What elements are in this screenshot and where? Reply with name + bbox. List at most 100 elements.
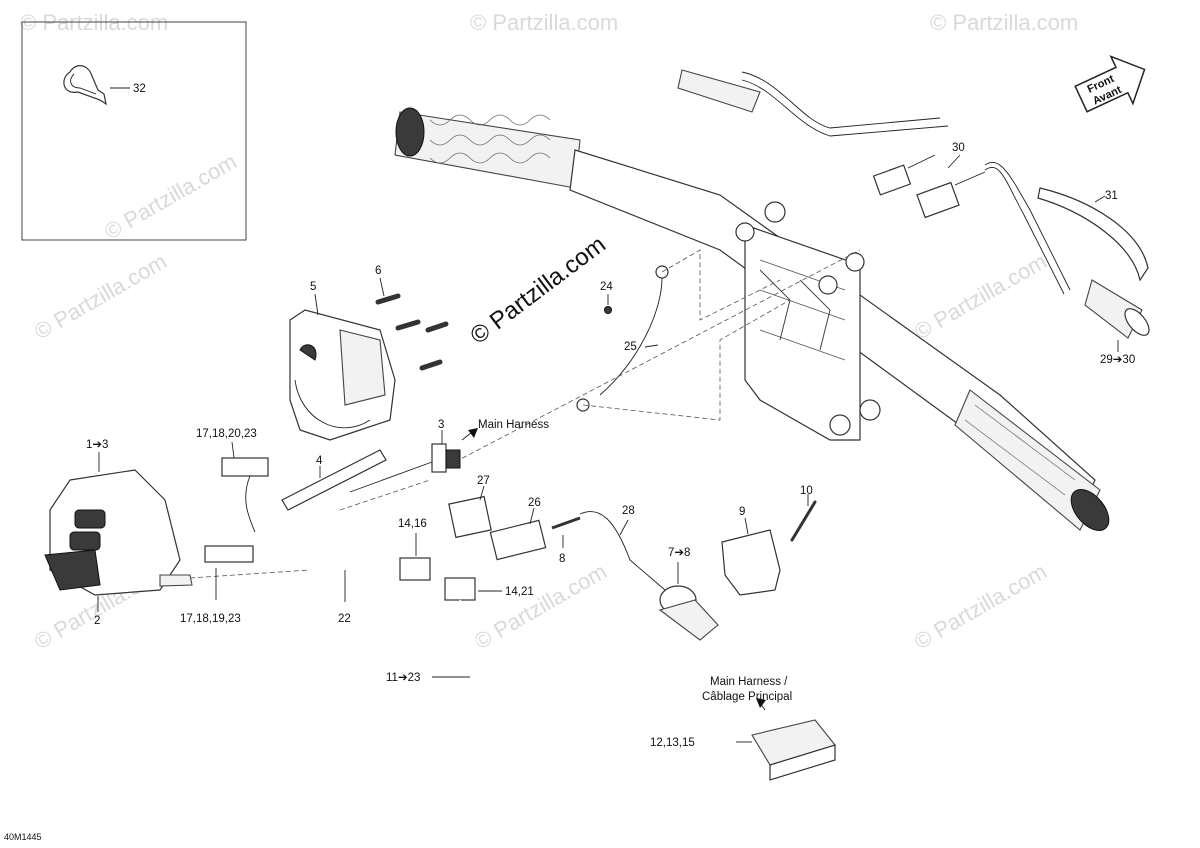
callout-29-30: 29➔30 (1100, 354, 1135, 366)
clamp-bolt (764, 201, 786, 223)
callout-27: 27 (477, 475, 490, 487)
callout-12-13-15: 12,13,15 (650, 737, 695, 749)
connector-30-male (872, 164, 912, 196)
part-8: 8 (551, 516, 581, 565)
part-7-8: 7➔8 (658, 547, 719, 641)
connector-30: 30 (872, 142, 986, 219)
callout-17-18-19-23: 17,18,19,23 (180, 613, 241, 625)
riser-body (744, 224, 861, 441)
assembly-guides (189, 249, 861, 579)
callout-17-18-20-23: 17,18,20,23 (196, 428, 257, 440)
watermark: © Partzilla.com (100, 149, 241, 245)
callout-5: 5 (310, 281, 316, 293)
screw-6 (375, 293, 401, 305)
harness-22: 22 (245, 475, 441, 625)
callout-31: 31 (1105, 190, 1118, 202)
watermark: © Partzilla.com (910, 559, 1051, 655)
callout-25: 25 (624, 341, 637, 353)
front-arrow: Front Avant (1074, 55, 1146, 113)
callout-2: 2 (94, 615, 100, 627)
connector-14-16 (399, 557, 431, 581)
screw-24 (604, 306, 612, 314)
part-31: 31 (1037, 187, 1149, 282)
part-9: 9 (721, 506, 781, 596)
callout-4: 4 (316, 455, 323, 467)
pin-8 (551, 516, 581, 530)
part-25: 25 (576, 265, 669, 412)
part-17-bottom: 17,18,19,23 (180, 545, 254, 625)
callout-14-21: 14,21 (505, 586, 534, 598)
callout-9: 9 (739, 506, 745, 518)
part-14-21: 14,21 (444, 577, 534, 601)
handlebar-riser (735, 201, 881, 441)
connector-27 (448, 495, 492, 539)
right-grip (954, 389, 1101, 531)
watermark: © Partzilla.com (930, 10, 1078, 35)
part-1-3-switch: 1➔3 2 (44, 439, 193, 627)
part-3: 3 Main Harness (349, 419, 549, 493)
diagram-code: 40M1445 (4, 832, 42, 842)
riser-bolt (829, 414, 851, 436)
callout-8: 8 (559, 553, 565, 565)
connector-14-21 (444, 577, 476, 601)
callout-26: 26 (528, 497, 541, 509)
callout-32: 32 (133, 83, 146, 95)
screw-6 (395, 319, 421, 331)
part-26: 26 (489, 497, 547, 561)
watermark: © Partzilla.com (30, 249, 171, 345)
screw-6 (425, 321, 449, 333)
handlebar (394, 69, 1110, 531)
tube-31 (1037, 187, 1149, 282)
watermark: © Partzilla.com (470, 559, 611, 655)
connector-26 (489, 519, 547, 561)
callout-10: 10 (800, 485, 813, 497)
callout-24: 24 (600, 281, 613, 293)
part-14-16: 14,16 (398, 518, 431, 581)
part-29-30: 29➔30 (1084, 279, 1150, 366)
callout-1-3: 1➔3 (86, 439, 108, 451)
switch-button (69, 531, 101, 551)
right-grip-end (1070, 489, 1110, 531)
screw-6 (419, 359, 443, 371)
pin-10 (790, 500, 817, 542)
block-9 (721, 529, 781, 596)
cable-30 (984, 162, 1071, 291)
callout-11-23: 11➔23 (386, 672, 420, 684)
callout-28: 28 (622, 505, 635, 517)
connector-17-top (221, 457, 269, 477)
callout-14-16: 14,16 (398, 518, 427, 530)
callout-6: 6 (375, 265, 381, 277)
left-grip-end (395, 107, 425, 157)
part-12-13-15: 12,13,15 Main Harness / Câblage Principa… (650, 676, 836, 781)
watermark: © Partzilla.com (910, 249, 1051, 345)
clip-32 (63, 65, 107, 106)
switch-lever (44, 549, 101, 591)
connector-17-bottom (204, 545, 254, 563)
inset-box-32: 32 (21, 21, 247, 241)
part-4: 4 (281, 449, 387, 511)
part-28: 28 (579, 505, 666, 591)
part-10: 10 (790, 485, 817, 542)
part-5: 5 (289, 281, 396, 441)
callout-22: 22 (338, 613, 351, 625)
callout-30: 30 (952, 142, 965, 154)
cable-top (741, 71, 941, 129)
part-6: 6 (375, 265, 449, 371)
connector-3 (431, 443, 447, 473)
callout-3: 3 (438, 419, 444, 431)
throttle-lever (677, 69, 761, 113)
main-harness-label: Main Harness (478, 419, 549, 431)
part-27: 27 (448, 475, 492, 539)
harness-11-23: 11➔23 (386, 599, 801, 792)
watermark: © Partzilla.com (470, 10, 618, 35)
clamp-bolt (818, 275, 838, 295)
switch-button (74, 509, 106, 529)
part-17-top: 17,18,20,23 (196, 428, 269, 477)
center-watermark: © Partzilla.com (465, 231, 610, 350)
clamp-bolt (735, 222, 755, 242)
callout-7-8: 7➔8 (668, 547, 690, 559)
connector-30-female (916, 181, 960, 219)
part-24: 24 (600, 281, 613, 314)
main-harness-fr-line2: Câblage Principal (702, 691, 792, 703)
